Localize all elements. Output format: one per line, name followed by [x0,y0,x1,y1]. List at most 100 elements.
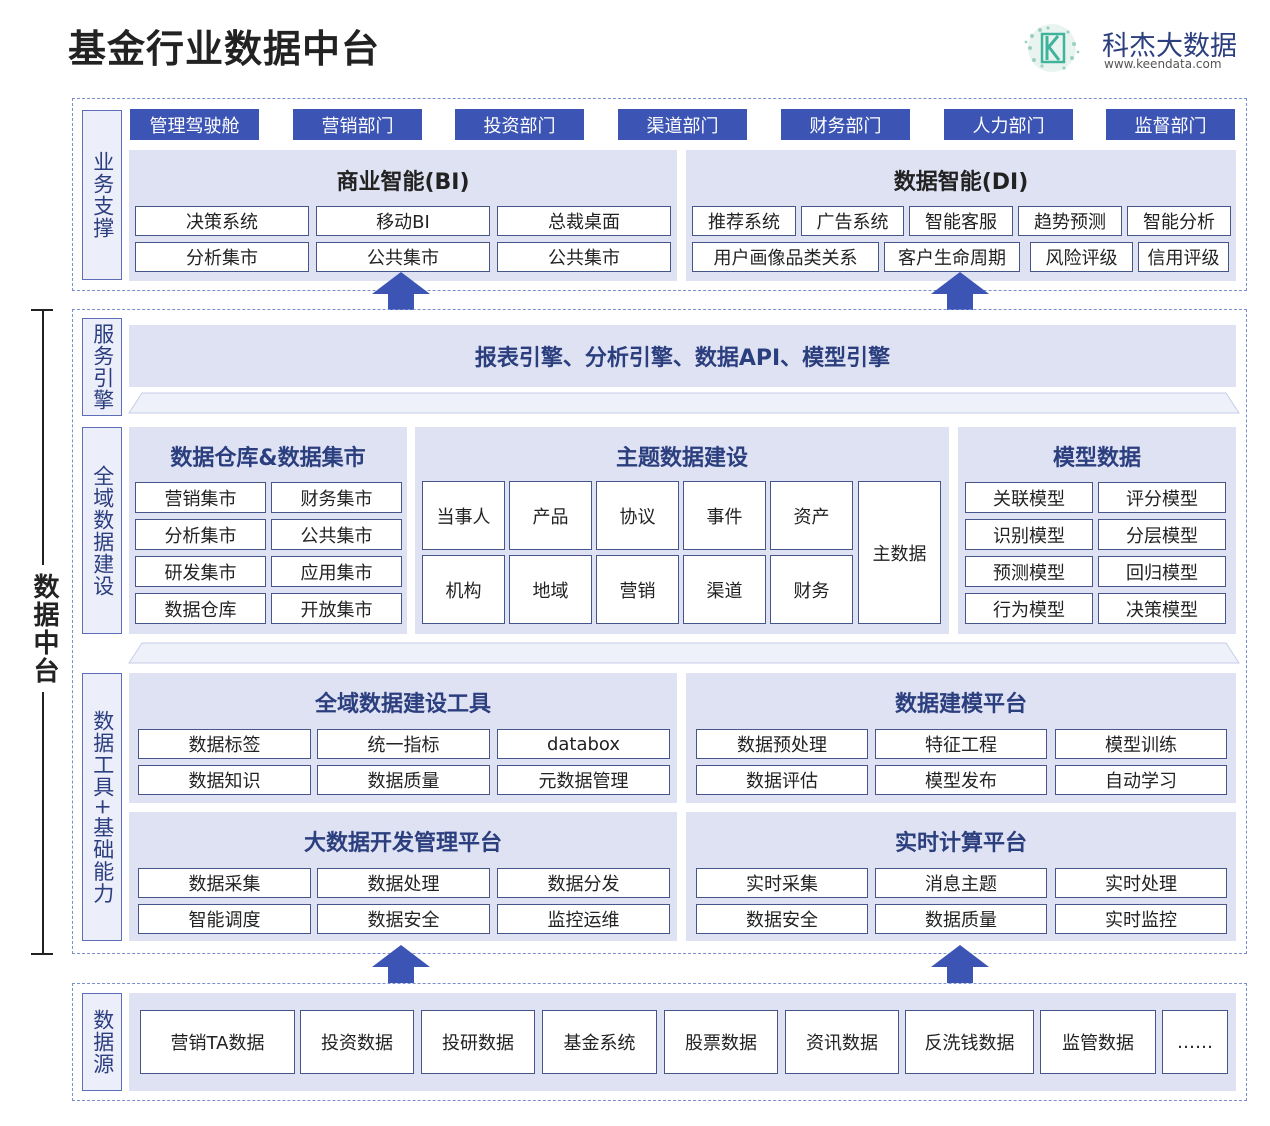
bigdata-item: 数据安全 [317,904,490,934]
tools-label-text: 数据工具+基础能力 [90,709,115,905]
topic-item: 营销 [596,555,679,624]
realtime-title: 实时计算平台 [894,831,1027,856]
service-engine-text: 报表引擎、分析引擎、数据API、模型引擎 [474,346,891,371]
model-data-title: 模型数据 [1052,446,1141,471]
data-platform-bracket-top [42,309,44,565]
model-item: 回归模型 [1098,556,1226,587]
data-platform-label: 数据中台 [24,570,62,688]
modeling-title: 数据建模平台 [894,692,1027,717]
bi-item: 总裁桌面 [497,206,671,236]
domain-tool-item: databox [497,729,670,759]
service-engine-label: 服务引擎 [82,318,122,416]
source-item: …… [1162,1010,1228,1074]
department-tag: 渠道部门 [618,109,747,140]
topic-title: 主题数据建设 [615,446,748,471]
model-item: 决策模型 [1098,593,1226,624]
model-item: 识别模型 [965,519,1093,550]
domain-tool-item: 数据质量 [317,765,490,795]
model-item: 行为模型 [965,593,1093,624]
source-item: 基金系统 [542,1010,657,1074]
modeling-item: 自动学习 [1055,765,1227,795]
topic-item: 产品 [509,481,592,550]
source-item: 投研数据 [421,1010,535,1074]
bigdata-item: 数据采集 [138,868,311,898]
bigdata-item: 数据分发 [497,868,670,898]
bigdata-item: 数据处理 [317,868,490,898]
bigdata-item: 监控运维 [497,904,670,934]
source-item: 营销TA数据 [140,1010,295,1074]
topic-item: 机构 [422,555,505,624]
realtime-item: 消息主题 [875,868,1047,898]
warehouse-title: 数据仓库&数据集市 [170,446,366,471]
bi-item: 决策系统 [135,206,309,236]
domain-tool-item: 数据知识 [138,765,311,795]
di-item: 用户画像品类关系 [692,242,879,272]
bi-item: 移动BI [316,206,490,236]
topic-item: 地域 [509,555,592,624]
page-title: 基金行业数据中台 [68,27,381,71]
arrow-up-icon [372,945,430,983]
warehouse-item: 研发集市 [135,556,266,587]
department-tag: 监督部门 [1106,109,1235,140]
realtime-item: 数据质量 [875,904,1047,934]
business-support-label-text: 业务支撑 [90,151,115,239]
department-tag: 人力部门 [944,109,1073,140]
warehouse-item: 应用集市 [271,556,402,587]
arrow-up-icon [372,272,430,310]
di-item: 信用评级 [1138,242,1229,272]
model-item: 分层模型 [1098,519,1226,550]
data-source-label-text: 数据源 [90,1009,115,1075]
source-item: 股票数据 [664,1010,778,1074]
department-tag: 财务部门 [781,109,910,140]
warehouse-item: 数据仓库 [135,593,266,624]
model-item: 预测模型 [965,556,1093,587]
di-item: 智能客服 [909,206,1013,236]
department-tag: 管理驾驶舱 [130,109,259,140]
source-item: 资讯数据 [785,1010,899,1074]
warehouse-item: 营销集市 [135,482,266,513]
bi-item: 公共集市 [316,242,490,272]
source-item: 反洗钱数据 [905,1010,1034,1074]
di-title: 数据智能(DI) [893,170,1029,195]
di-item: 风险评级 [1030,242,1133,272]
domain-tool-item: 统一指标 [317,729,490,759]
modeling-item: 模型训练 [1055,729,1227,759]
data-source-label: 数据源 [82,993,122,1091]
department-tag: 投资部门 [455,109,584,140]
topic-item: 协议 [596,481,679,550]
bigdata-item: 智能调度 [138,904,311,934]
source-item: 投资数据 [300,1010,414,1074]
keendata-logo-icon [1024,24,1080,72]
warehouse-item: 公共集市 [271,519,402,550]
modeling-item: 数据预处理 [696,729,868,759]
realtime-item: 数据安全 [696,904,868,934]
domain-tool-item: 元数据管理 [497,765,670,795]
brand-name: 科杰大数据 [1102,31,1237,62]
topic-item: 财务 [770,555,853,624]
master-data-box: 主数据 [858,481,941,624]
di-item: 客户生命周期 [884,242,1020,272]
domain-tool-item: 数据标签 [138,729,311,759]
model-item: 评分模型 [1098,482,1226,513]
source-item: 监管数据 [1040,1010,1156,1074]
domain-build-label-text: 全域数据建设 [90,464,115,597]
domain-build-label: 全域数据建设 [82,427,122,634]
di-item: 智能分析 [1127,206,1231,236]
chevron-up-divider [128,642,1240,664]
business-support-section [72,98,1247,291]
bi-item: 分析集市 [135,242,309,272]
data-platform-label-text: 数据中台 [28,573,59,685]
data-source-section [72,983,1247,1101]
di-item: 广告系统 [801,206,904,236]
di-item: 趋势预测 [1018,206,1122,236]
model-item: 关联模型 [965,482,1093,513]
topic-item: 事件 [683,481,766,550]
bigdata-title: 大数据开发管理平台 [303,831,502,856]
bracket-tick-top [31,309,53,311]
data-platform-bracket-bottom [42,692,44,954]
tools-label: 数据工具+基础能力 [82,673,122,941]
domain-tools-title: 全域数据建设工具 [314,692,491,717]
modeling-item: 数据评估 [696,765,868,795]
modeling-item: 模型发布 [875,765,1047,795]
realtime-item: 实时处理 [1055,868,1227,898]
